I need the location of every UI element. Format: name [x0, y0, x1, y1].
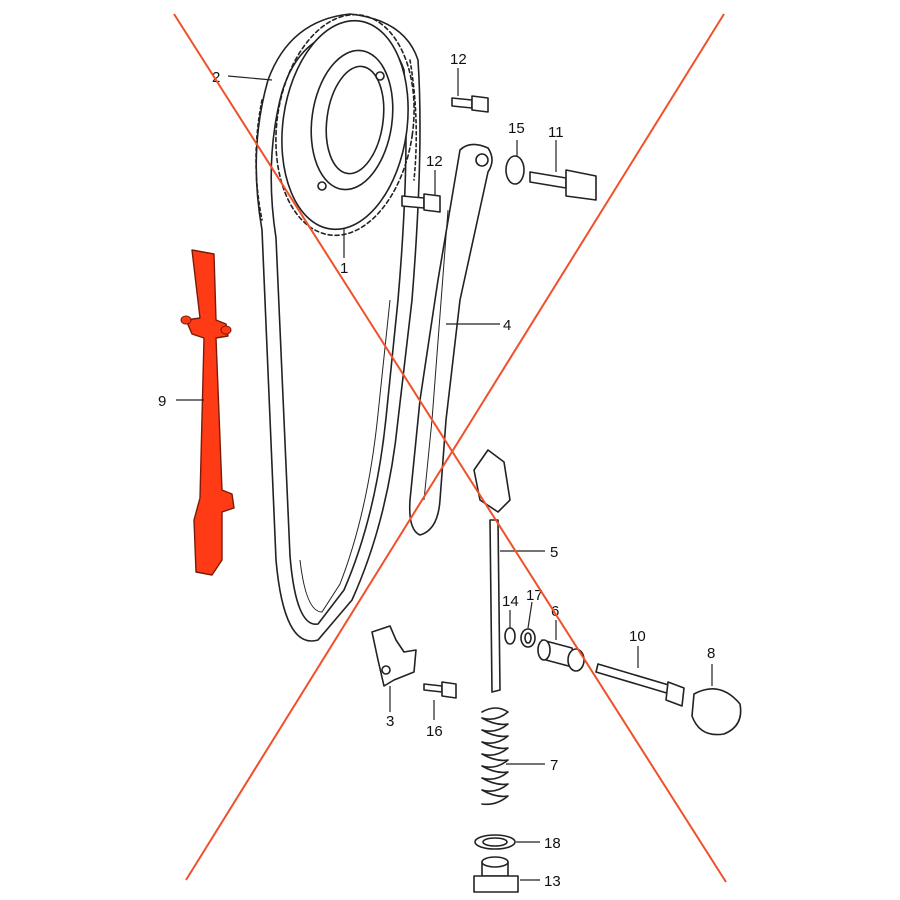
cam-sprocket — [275, 13, 415, 237]
cap-nut — [691, 688, 742, 736]
washer-14 — [504, 627, 516, 645]
label-part-8: 8 — [707, 645, 715, 662]
o-ring — [505, 155, 525, 185]
bolt-12-lower — [401, 193, 441, 213]
cam-chain-guide-highlighted — [180, 249, 235, 576]
sealing-washer — [474, 834, 516, 850]
label-part-9: 9 — [158, 393, 166, 410]
label-part-16: 16 — [426, 723, 443, 740]
tensioner-push-rod — [473, 449, 511, 693]
label-part-2: 2 — [212, 69, 220, 86]
label-part-1: 1 — [340, 260, 348, 277]
bolt-16 — [423, 681, 457, 699]
label-part-18: 18 — [544, 835, 561, 852]
label-part-7: 7 — [550, 757, 558, 774]
washer-17 — [520, 628, 536, 648]
stopper-plate — [371, 625, 417, 687]
cross-line-diagonal-down — [173, 13, 727, 883]
part-number-labels: 2 1 12 12 15 11 4 9 5 14 17 6 10 8 3 16 … — [158, 51, 715, 890]
label-part-11: 11 — [548, 124, 564, 141]
label-part-15: 15 — [508, 120, 525, 137]
label-part-10: 10 — [629, 628, 646, 645]
tensioner-collar — [537, 639, 585, 672]
label-part-4: 4 — [503, 317, 511, 334]
pivot-bolt — [529, 169, 597, 201]
label-part-3: 3 — [386, 713, 394, 730]
leader-lines — [176, 68, 713, 881]
label-part-14: 14 — [502, 593, 519, 610]
label-part-12-lower: 12 — [426, 153, 443, 170]
label-part-17: 17 — [526, 587, 543, 604]
label-part-12-upper: 12 — [450, 51, 467, 68]
adjusting-bolt — [595, 663, 685, 707]
cross-line-diagonal-up — [185, 13, 725, 881]
tensioner-spring — [481, 707, 509, 806]
cross-out-overlay — [173, 13, 727, 883]
bolt-12-upper — [451, 95, 489, 113]
cam-chain-tensioner-arm — [408, 143, 493, 536]
label-part-5: 5 — [550, 544, 558, 561]
label-part-13: 13 — [544, 873, 561, 890]
label-part-6: 6 — [551, 603, 559, 620]
sealing-plug-bolt — [473, 856, 519, 893]
